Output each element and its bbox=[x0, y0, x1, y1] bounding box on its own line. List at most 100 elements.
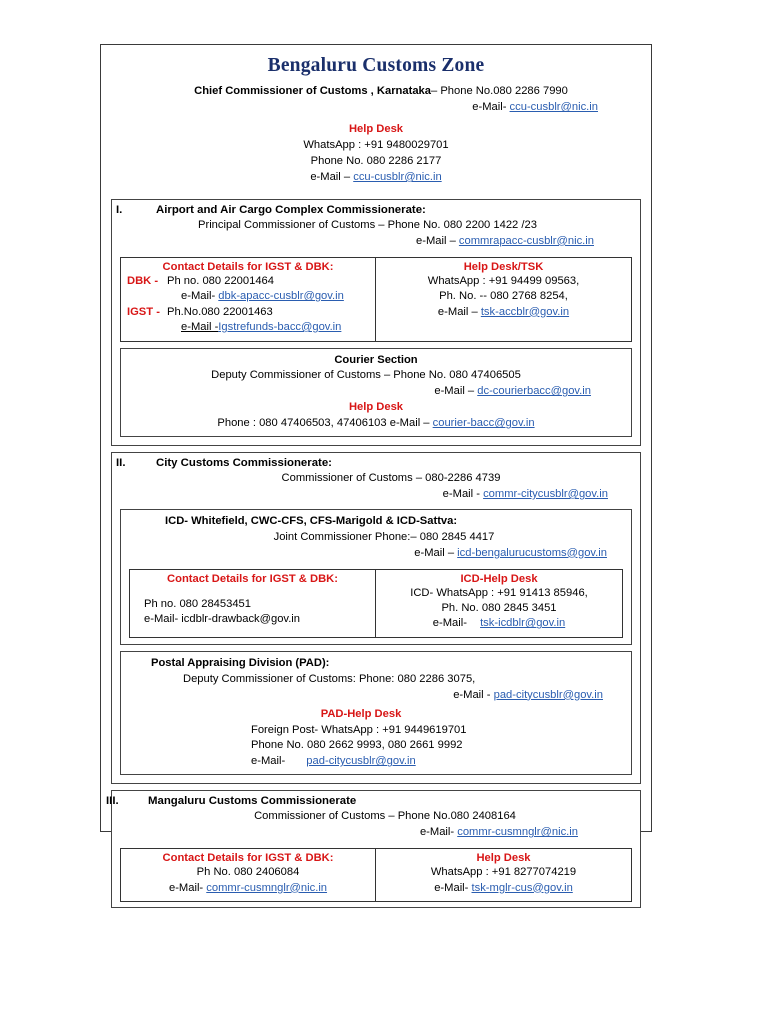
icd-mail-line: e-Mail – icd-bengalurucustoms@gov.in bbox=[127, 546, 625, 562]
section-city-title: City Customs Commissionerate: bbox=[156, 457, 332, 470]
header-whatsapp: WhatsApp : +91 9480029701 bbox=[303, 139, 449, 152]
courier-help-mail-link[interactable]: courier-bacc@gov.in bbox=[432, 417, 535, 430]
igst-label: IGST - bbox=[127, 305, 160, 318]
mangaluru-helpdesk-mail-row: e-Mail- tsk-mglr-cus@gov.in bbox=[382, 881, 625, 896]
airport-mail-link[interactable]: commrapacc-cusblr@nic.in bbox=[458, 234, 594, 247]
document-body: Bengaluru Customs Zone Chief Commissione… bbox=[101, 45, 651, 908]
airport-helpdesk-mail-link[interactable]: tsk-accblr@gov.in bbox=[480, 305, 570, 318]
chief-mail-label: e-Mail- bbox=[472, 101, 507, 114]
section-city-numeral: II. bbox=[116, 457, 126, 470]
chief-commissioner-line: Chief Commissioner of Customs , Karnatak… bbox=[108, 84, 644, 100]
mangaluru-mail-row: e-Mail- commr-cusmnglr@nic.in bbox=[127, 881, 369, 896]
chief-commissioner-phone: – Phone No.080 2286 7990 bbox=[431, 85, 568, 98]
header-mail-label: e-Mail – bbox=[310, 170, 351, 183]
icd-table-mail-value[interactable]: icdblr-drawback@gov.in bbox=[181, 613, 301, 626]
header-block: Chief Commissioner of Customs , Karnatak… bbox=[108, 84, 644, 185]
airport-helpdesk-tsk-column: Help Desk/TSK WhatsApp : +91 94499 09563… bbox=[376, 258, 631, 341]
pad-help-mail-row: e-Mail- pad-citycusblr@gov.in bbox=[127, 754, 625, 770]
icd-mail-label: e-Mail – bbox=[414, 546, 455, 559]
airport-contact-table: Contact Details for IGST & DBK: DBK -Ph … bbox=[120, 256, 632, 342]
igst-mail-label: e-Mail - bbox=[181, 321, 219, 334]
igst-mail-link[interactable]: Igstrefunds-bacc@gov.in bbox=[218, 321, 342, 334]
icd-helpdesk-title: ICD-Help Desk bbox=[460, 572, 538, 585]
mangaluru-commissioner-line: Commissioner of Customs – Phone No.080 2… bbox=[254, 810, 516, 823]
icd-helpdesk-column: ICD-Help Desk ICD- WhatsApp : +91 91413 … bbox=[376, 570, 622, 637]
mangaluru-table-mail-link[interactable]: commr-cusmnglr@nic.in bbox=[206, 881, 328, 894]
mangaluru-igst-dbk-title: Contact Details for IGST & DBK: bbox=[162, 852, 334, 865]
section-mangaluru: III. Mangaluru Customs Commissionerate Co… bbox=[106, 790, 641, 908]
icd-helpdesk-mail-link[interactable]: tsk-icdblr@gov.in bbox=[480, 617, 566, 630]
pad-box: Postal Appraising Division (PAD): Deputy… bbox=[120, 650, 632, 776]
section-airport-heading: I. Airport and Air Cargo Complex Commissi… bbox=[116, 203, 634, 216]
icd-contact-table: Contact Details for IGST & DBK: Ph no. 0… bbox=[129, 568, 623, 638]
city-mail-label: e-Mail - bbox=[442, 487, 480, 500]
pad-help-whatsapp: Foreign Post- WhatsApp : +91 9449619701 bbox=[251, 723, 467, 736]
pad-mail-label: e-Mail - bbox=[453, 688, 491, 701]
pad-mail-line: e-Mail - pad-citycusblr@gov.in bbox=[127, 688, 625, 704]
airport-igst-dbk-title: Contact Details for IGST & DBK: bbox=[162, 260, 334, 273]
mangaluru-helpdesk-mail-link[interactable]: tsk-mglr-cus@gov.in bbox=[471, 881, 573, 894]
spacer bbox=[136, 586, 369, 597]
header-mail-line: e-Mail – ccu-cusblr@nic.in bbox=[108, 170, 644, 186]
mangaluru-igst-dbk-column: Contact Details for IGST & DBK: Ph No. 0… bbox=[121, 849, 376, 901]
courier-title: Courier Section bbox=[334, 353, 418, 366]
icd-igst-dbk-column: Contact Details for IGST & DBK: Ph no. 0… bbox=[130, 569, 376, 637]
header-help-desk-title: Help Desk bbox=[348, 123, 404, 136]
icd-table-mail-label: e-Mail- bbox=[144, 613, 179, 626]
icd-mail-link[interactable]: icd-bengalurucustoms@gov.in bbox=[457, 546, 607, 559]
pad-mail-link[interactable]: pad-citycusblr@gov.in bbox=[493, 688, 603, 701]
section-mangaluru-numeral: III. bbox=[106, 795, 119, 808]
icd-helpdesk-mail-row: e-Mail- tsk-icdblr@gov.in bbox=[382, 616, 616, 631]
airport-mail-line: e-Mail – commrapacc-cusblr@nic.in bbox=[118, 234, 634, 250]
courier-mail-label: e-Mail – bbox=[434, 385, 475, 398]
airport-helpdesk-mail-row: e-Mail – tsk-accblr@gov.in bbox=[382, 305, 625, 320]
airport-dbk-mail-row: e-Mail- dbk-apacc-cusblr@gov.in bbox=[127, 289, 369, 304]
city-mail-link[interactable]: commr-citycusblr@gov.in bbox=[483, 487, 608, 500]
courier-help-phone: Phone : 080 47406503, 47406103 e-Mail – bbox=[217, 417, 430, 430]
mangaluru-helpdesk-column: Help Desk WhatsApp : +91 8277074219 e-Ma… bbox=[376, 849, 631, 901]
mangaluru-mail-link[interactable]: commr-cusmnglr@nic.in bbox=[457, 826, 578, 839]
dbk-mail-link[interactable]: dbk-apacc-cusblr@gov.in bbox=[218, 290, 344, 303]
section-mangaluru-title: Mangaluru Customs Commissionerate bbox=[148, 795, 357, 808]
chief-commissioner-label: Chief Commissioner of Customs , Karnatak… bbox=[194, 85, 431, 98]
mangaluru-table-mail-label: e-Mail- bbox=[168, 881, 204, 894]
icd-joint-commissioner-line: Joint Commissioner Phone:– 080 2845 4417 bbox=[273, 530, 495, 543]
pad-dc-line: Deputy Commissioner of Customs: Phone: 0… bbox=[183, 672, 476, 685]
pad-help-mail-link[interactable]: pad-citycusblr@gov.in bbox=[306, 755, 416, 768]
igst-phone: Ph.No.080 22001463 bbox=[167, 305, 273, 318]
icd-helpdesk-mail-label: e-Mail- bbox=[432, 617, 467, 630]
section-airport-numeral: I. bbox=[116, 203, 123, 216]
airport-helpdesk-phone: Ph. No. -- 080 2768 8254, bbox=[439, 290, 568, 303]
document-page: Bengaluru Customs Zone Chief Commissione… bbox=[100, 44, 652, 908]
pad-help-desk-title: PAD-Help Desk bbox=[320, 707, 402, 720]
airport-helpdesk-title: Help Desk/TSK bbox=[463, 260, 544, 273]
courier-mail-line: e-Mail – dc-courierbacc@gov.in bbox=[127, 384, 625, 400]
section-city: II. City Customs Commissionerate: Commiss… bbox=[111, 452, 641, 785]
airport-helpdesk-whatsapp: WhatsApp : +91 94499 09563, bbox=[427, 274, 580, 287]
courier-mail-link[interactable]: dc-courierbacc@gov.in bbox=[477, 385, 591, 398]
dbk-mail-label: e-Mail- bbox=[181, 290, 216, 303]
airport-principal-line: Principal Commissioner of Customs – Phon… bbox=[198, 218, 537, 231]
dbk-label: DBK - bbox=[127, 274, 159, 287]
city-mail-line: e-Mail - commr-citycusblr@gov.in bbox=[118, 487, 634, 503]
airport-igst-dbk-column: Contact Details for IGST & DBK: DBK -Ph … bbox=[121, 257, 376, 341]
section-city-heading: II. City Customs Commissionerate: bbox=[116, 457, 634, 470]
section-airport-title: Airport and Air Cargo Complex Commission… bbox=[156, 203, 426, 216]
chief-mail-link[interactable]: ccu-cusblr@nic.in bbox=[509, 101, 598, 114]
mangaluru-helpdesk-mail-label: e-Mail- bbox=[434, 881, 469, 894]
city-commissioner-line: Commissioner of Customs – 080-2286 4739 bbox=[281, 472, 501, 485]
icd-box: ICD- Whitefield, CWC-CFS, CFS-Marigold &… bbox=[120, 508, 632, 645]
spacer bbox=[108, 186, 644, 193]
airport-igst-phone-row: IGST - Ph.No.080 22001463 bbox=[127, 305, 369, 320]
section-mangaluru-heading: III. Mangaluru Customs Commissionerate bbox=[106, 795, 634, 808]
header-mail-link[interactable]: ccu-cusblr@nic.in bbox=[353, 170, 442, 183]
airport-igst-mail-row: e-Mail -Igstrefunds-bacc@gov.in bbox=[127, 320, 369, 335]
mangaluru-helpdesk-title: Help Desk bbox=[476, 852, 531, 865]
courier-help-line: Phone : 080 47406503, 47406103 e-Mail – … bbox=[127, 416, 625, 432]
chief-commissioner-mail-line: e-Mail- ccu-cusblr@nic.in bbox=[108, 100, 644, 116]
page-title: Bengaluru Customs Zone bbox=[267, 55, 485, 76]
icd-heading: ICD- Whitefield, CWC-CFS, CFS-Marigold &… bbox=[165, 514, 458, 527]
mangaluru-mail-label: e-Mail- bbox=[419, 826, 455, 839]
header-phone: Phone No. 080 2286 2177 bbox=[310, 155, 442, 168]
icd-igst-dbk-title: Contact Details for IGST & DBK: bbox=[167, 572, 338, 585]
